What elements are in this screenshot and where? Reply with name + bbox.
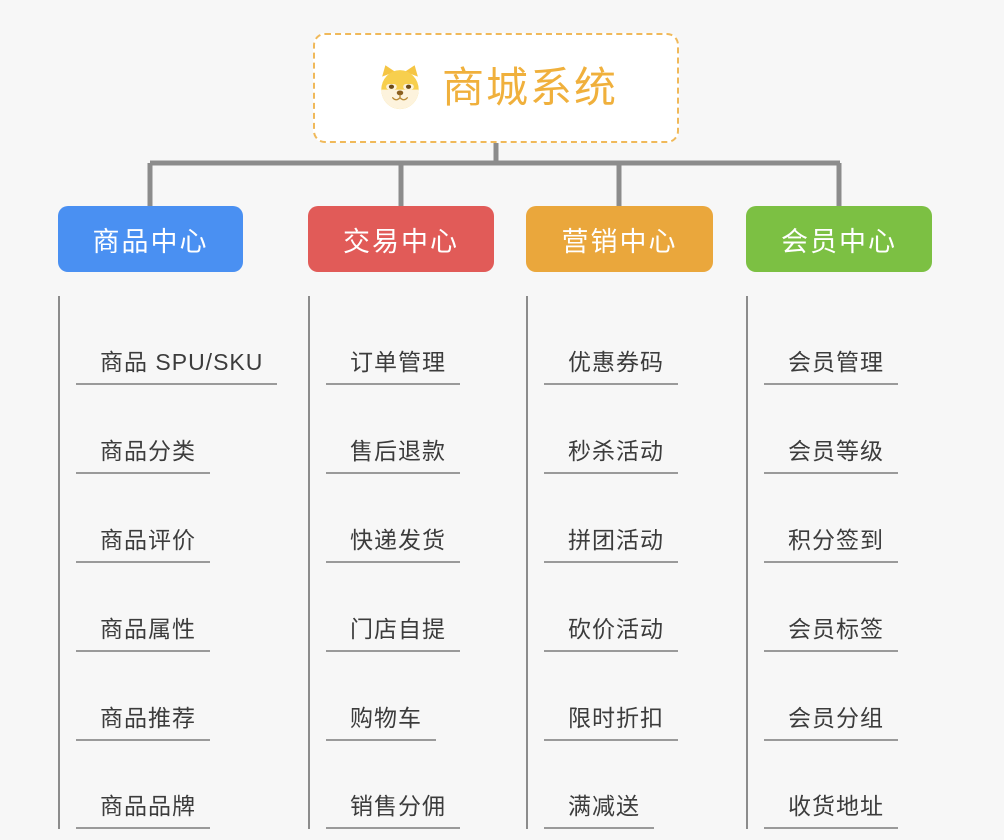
leaf-label: 优惠券码	[544, 349, 678, 385]
root-node[interactable]: 商城系统	[313, 33, 679, 143]
category-header-2[interactable]: 营销中心	[526, 206, 713, 272]
list-item[interactable]: 优惠券码	[544, 296, 713, 385]
category-label: 会员中心	[781, 226, 897, 257]
list-item[interactable]: 商品推荐	[76, 652, 277, 741]
leaf-label: 快递发货	[326, 527, 460, 563]
leaf-label: 售后退款	[326, 438, 460, 474]
list-item[interactable]: 会员分组	[764, 652, 932, 741]
leaf-label: 销售分佣	[326, 793, 460, 829]
leaf-label: 门店自提	[326, 616, 460, 652]
leaf-list-3: 会员管理 会员等级 积分签到 会员标签 会员分组 收货地址	[746, 296, 932, 829]
leaf-label: 砍价活动	[544, 616, 678, 652]
list-item[interactable]: 秒杀活动	[544, 385, 713, 474]
branch-product-center: 商品中心 商品 SPU/SKU 商品分类 商品评价 商品属性 商品推荐 商品品牌	[58, 206, 278, 829]
category-label: 交易中心	[343, 226, 459, 257]
branch-member-center: 会员中心 会员管理 会员等级 积分签到 会员标签 会员分组 收货地址	[746, 206, 932, 829]
list-item[interactable]: 商品 SPU/SKU	[76, 296, 278, 385]
list-item[interactable]: 拼团活动	[544, 474, 713, 563]
leaf-label: 会员等级	[764, 438, 898, 474]
list-item[interactable]: 会员管理	[764, 296, 932, 385]
leaf-label: 商品分类	[76, 438, 210, 474]
branch-marketing-center: 营销中心 优惠券码 秒杀活动 拼团活动 砍价活动 限时折扣 满减送	[526, 206, 713, 829]
list-item[interactable]: 商品品牌	[76, 741, 277, 829]
leaf-label: 订单管理	[326, 349, 460, 385]
leaf-label: 限时折扣	[544, 705, 678, 741]
branch-trade-center: 交易中心 订单管理 售后退款 快递发货 门店自提 购物车 销售分佣	[308, 206, 494, 829]
leaf-label: 满减送	[544, 793, 654, 829]
shiba-dog-face-icon	[381, 65, 419, 110]
leaf-list-0: 商品 SPU/SKU 商品分类 商品评价 商品属性 商品推荐 商品品牌	[58, 296, 278, 829]
leaf-label: 商品属性	[76, 616, 210, 652]
list-item[interactable]: 售后退款	[326, 385, 494, 474]
leaf-label: 商品品牌	[76, 793, 210, 829]
list-item[interactable]: 砍价活动	[544, 563, 713, 652]
list-item[interactable]: 快递发货	[326, 474, 494, 563]
leaf-label: 会员标签	[764, 616, 898, 652]
category-label: 营销中心	[561, 226, 678, 257]
root-title: 商城系统	[441, 64, 618, 111]
leaf-list-1: 订单管理 售后退款 快递发货 门店自提 购物车 销售分佣	[308, 296, 494, 829]
leaf-list-2: 优惠券码 秒杀活动 拼团活动 砍价活动 限时折扣 满减送	[526, 296, 713, 829]
list-item[interactable]: 积分签到	[764, 474, 932, 563]
category-label: 商品中心	[92, 226, 209, 257]
category-header-0[interactable]: 商品中心	[58, 206, 243, 272]
leaf-label: 商品推荐	[76, 705, 210, 741]
leaf-label: 积分签到	[764, 527, 898, 563]
leaf-label: 购物车	[326, 705, 436, 741]
category-header-1[interactable]: 交易中心	[308, 206, 494, 272]
list-item[interactable]: 限时折扣	[544, 652, 713, 741]
list-item[interactable]: 商品属性	[76, 563, 277, 652]
list-item[interactable]: 商品分类	[76, 385, 277, 474]
leaf-label: 秒杀活动	[544, 438, 678, 474]
leaf-label: 会员管理	[764, 349, 898, 385]
list-item[interactable]: 满减送	[544, 741, 713, 829]
list-item[interactable]: 购物车	[326, 652, 494, 741]
leaf-label: 会员分组	[764, 705, 898, 741]
list-item[interactable]: 会员等级	[764, 385, 932, 474]
leaf-label: 商品评价	[76, 527, 210, 563]
list-item[interactable]: 订单管理	[326, 296, 494, 385]
leaf-label: 收货地址	[764, 793, 898, 829]
list-item[interactable]: 门店自提	[326, 563, 494, 652]
leaf-label: 拼团活动	[544, 527, 678, 563]
leaf-label: 商品 SPU/SKU	[76, 349, 278, 385]
list-item[interactable]: 收货地址	[764, 741, 932, 829]
category-header-3[interactable]: 会员中心	[746, 206, 932, 272]
list-item[interactable]: 销售分佣	[326, 741, 494, 829]
list-item[interactable]: 商品评价	[76, 474, 277, 563]
list-item[interactable]: 会员标签	[764, 563, 932, 652]
